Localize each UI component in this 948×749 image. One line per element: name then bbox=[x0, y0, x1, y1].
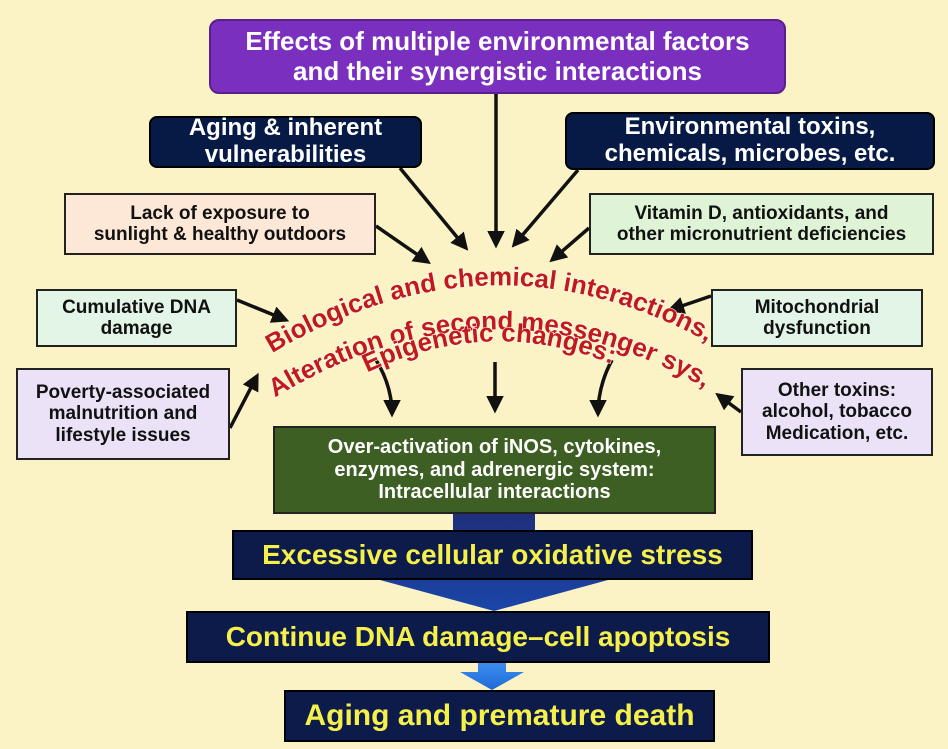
arrow-dna bbox=[236, 298, 290, 323]
env-toxins-box: Environmental toxins, chemicals, microbe… bbox=[565, 112, 935, 170]
dna-damage-box: Cumulative DNA damage bbox=[36, 289, 237, 347]
arrow-sun bbox=[375, 224, 431, 264]
other-line: alcohol, tobacco bbox=[762, 401, 912, 423]
poverty-line: Poverty-associated bbox=[35, 382, 211, 404]
oxidative-stress-box: Excessive cellular oxidative stress bbox=[232, 530, 753, 580]
arrow-pov bbox=[228, 372, 259, 429]
sunlight-box: Lack of exposure to sunlight & healthy o… bbox=[64, 193, 376, 255]
sunlight-line: sunlight & healthy outdoors bbox=[93, 224, 347, 245]
mitochondrial-box: Mitochondrial dysfunction bbox=[711, 289, 923, 347]
mito-line: dysfunction bbox=[763, 318, 871, 339]
overactivation-line: enzymes, and adrenergic system: bbox=[334, 458, 655, 481]
arrow-envtox bbox=[511, 168, 580, 248]
poverty-box: Poverty-associated malnutrition and life… bbox=[16, 368, 230, 460]
other-line: Other toxins: bbox=[777, 380, 897, 402]
apoptosis-box: Continue DNA damage–cell apoptosis bbox=[186, 611, 770, 663]
arrow-arc-left bbox=[374, 359, 401, 418]
other-line: Medication, etc. bbox=[765, 422, 909, 444]
arrow-arc-right bbox=[589, 359, 614, 418]
over-activation-box: Over-activation of iNOS, cytokines, enzy… bbox=[273, 426, 716, 514]
arrow-other bbox=[715, 392, 743, 414]
overactivation-line: Over-activation of iNOS, cytokines, bbox=[327, 436, 662, 459]
aging-line: vulnerabilities bbox=[204, 141, 367, 168]
poverty-line: lifestyle issues bbox=[55, 424, 191, 446]
poverty-line: malnutrition and bbox=[48, 403, 198, 425]
apoptosis-label: Continue DNA damage–cell apoptosis bbox=[225, 621, 731, 653]
aging-line: Aging & inherent bbox=[188, 114, 383, 142]
vitamin-box: Vitamin D, antioxidants, and other micro… bbox=[589, 193, 934, 255]
death-label: Aging and premature death bbox=[304, 699, 695, 733]
dna-line: Cumulative DNA bbox=[62, 296, 211, 318]
title-box: Effects of multiple environmental factor… bbox=[209, 19, 786, 94]
arrow-vit bbox=[549, 226, 591, 263]
title-line: and their synergistic interactions bbox=[293, 55, 702, 86]
other-toxins-box: Other toxins: alcohol, tobacco Medicatio… bbox=[741, 368, 933, 456]
stress-label: Excessive cellular oxidative stress bbox=[262, 539, 723, 571]
arrow-mito bbox=[666, 294, 712, 314]
arrow-aging bbox=[398, 166, 469, 251]
vitamin-line: other micronutrient deficiencies bbox=[616, 224, 907, 245]
title-line: Effects of multiple environmental factor… bbox=[245, 26, 750, 57]
dna-line: damage bbox=[100, 318, 173, 339]
premature-death-box: Aging and premature death bbox=[284, 690, 715, 742]
aging-box: Aging & inherent vulnerabilities bbox=[149, 114, 422, 168]
overactivation-line: Intracellular interactions bbox=[378, 481, 611, 504]
env-toxins-line: Environmental toxins, bbox=[624, 113, 876, 141]
sunlight-line: Lack of exposure to bbox=[130, 202, 310, 224]
vitamin-line: Vitamin D, antioxidants, and bbox=[634, 202, 889, 224]
mito-line: Mitochondrial bbox=[754, 296, 880, 318]
arrow-blue bbox=[460, 663, 524, 690]
env-toxins-line: chemicals, microbes, etc. bbox=[604, 140, 896, 167]
